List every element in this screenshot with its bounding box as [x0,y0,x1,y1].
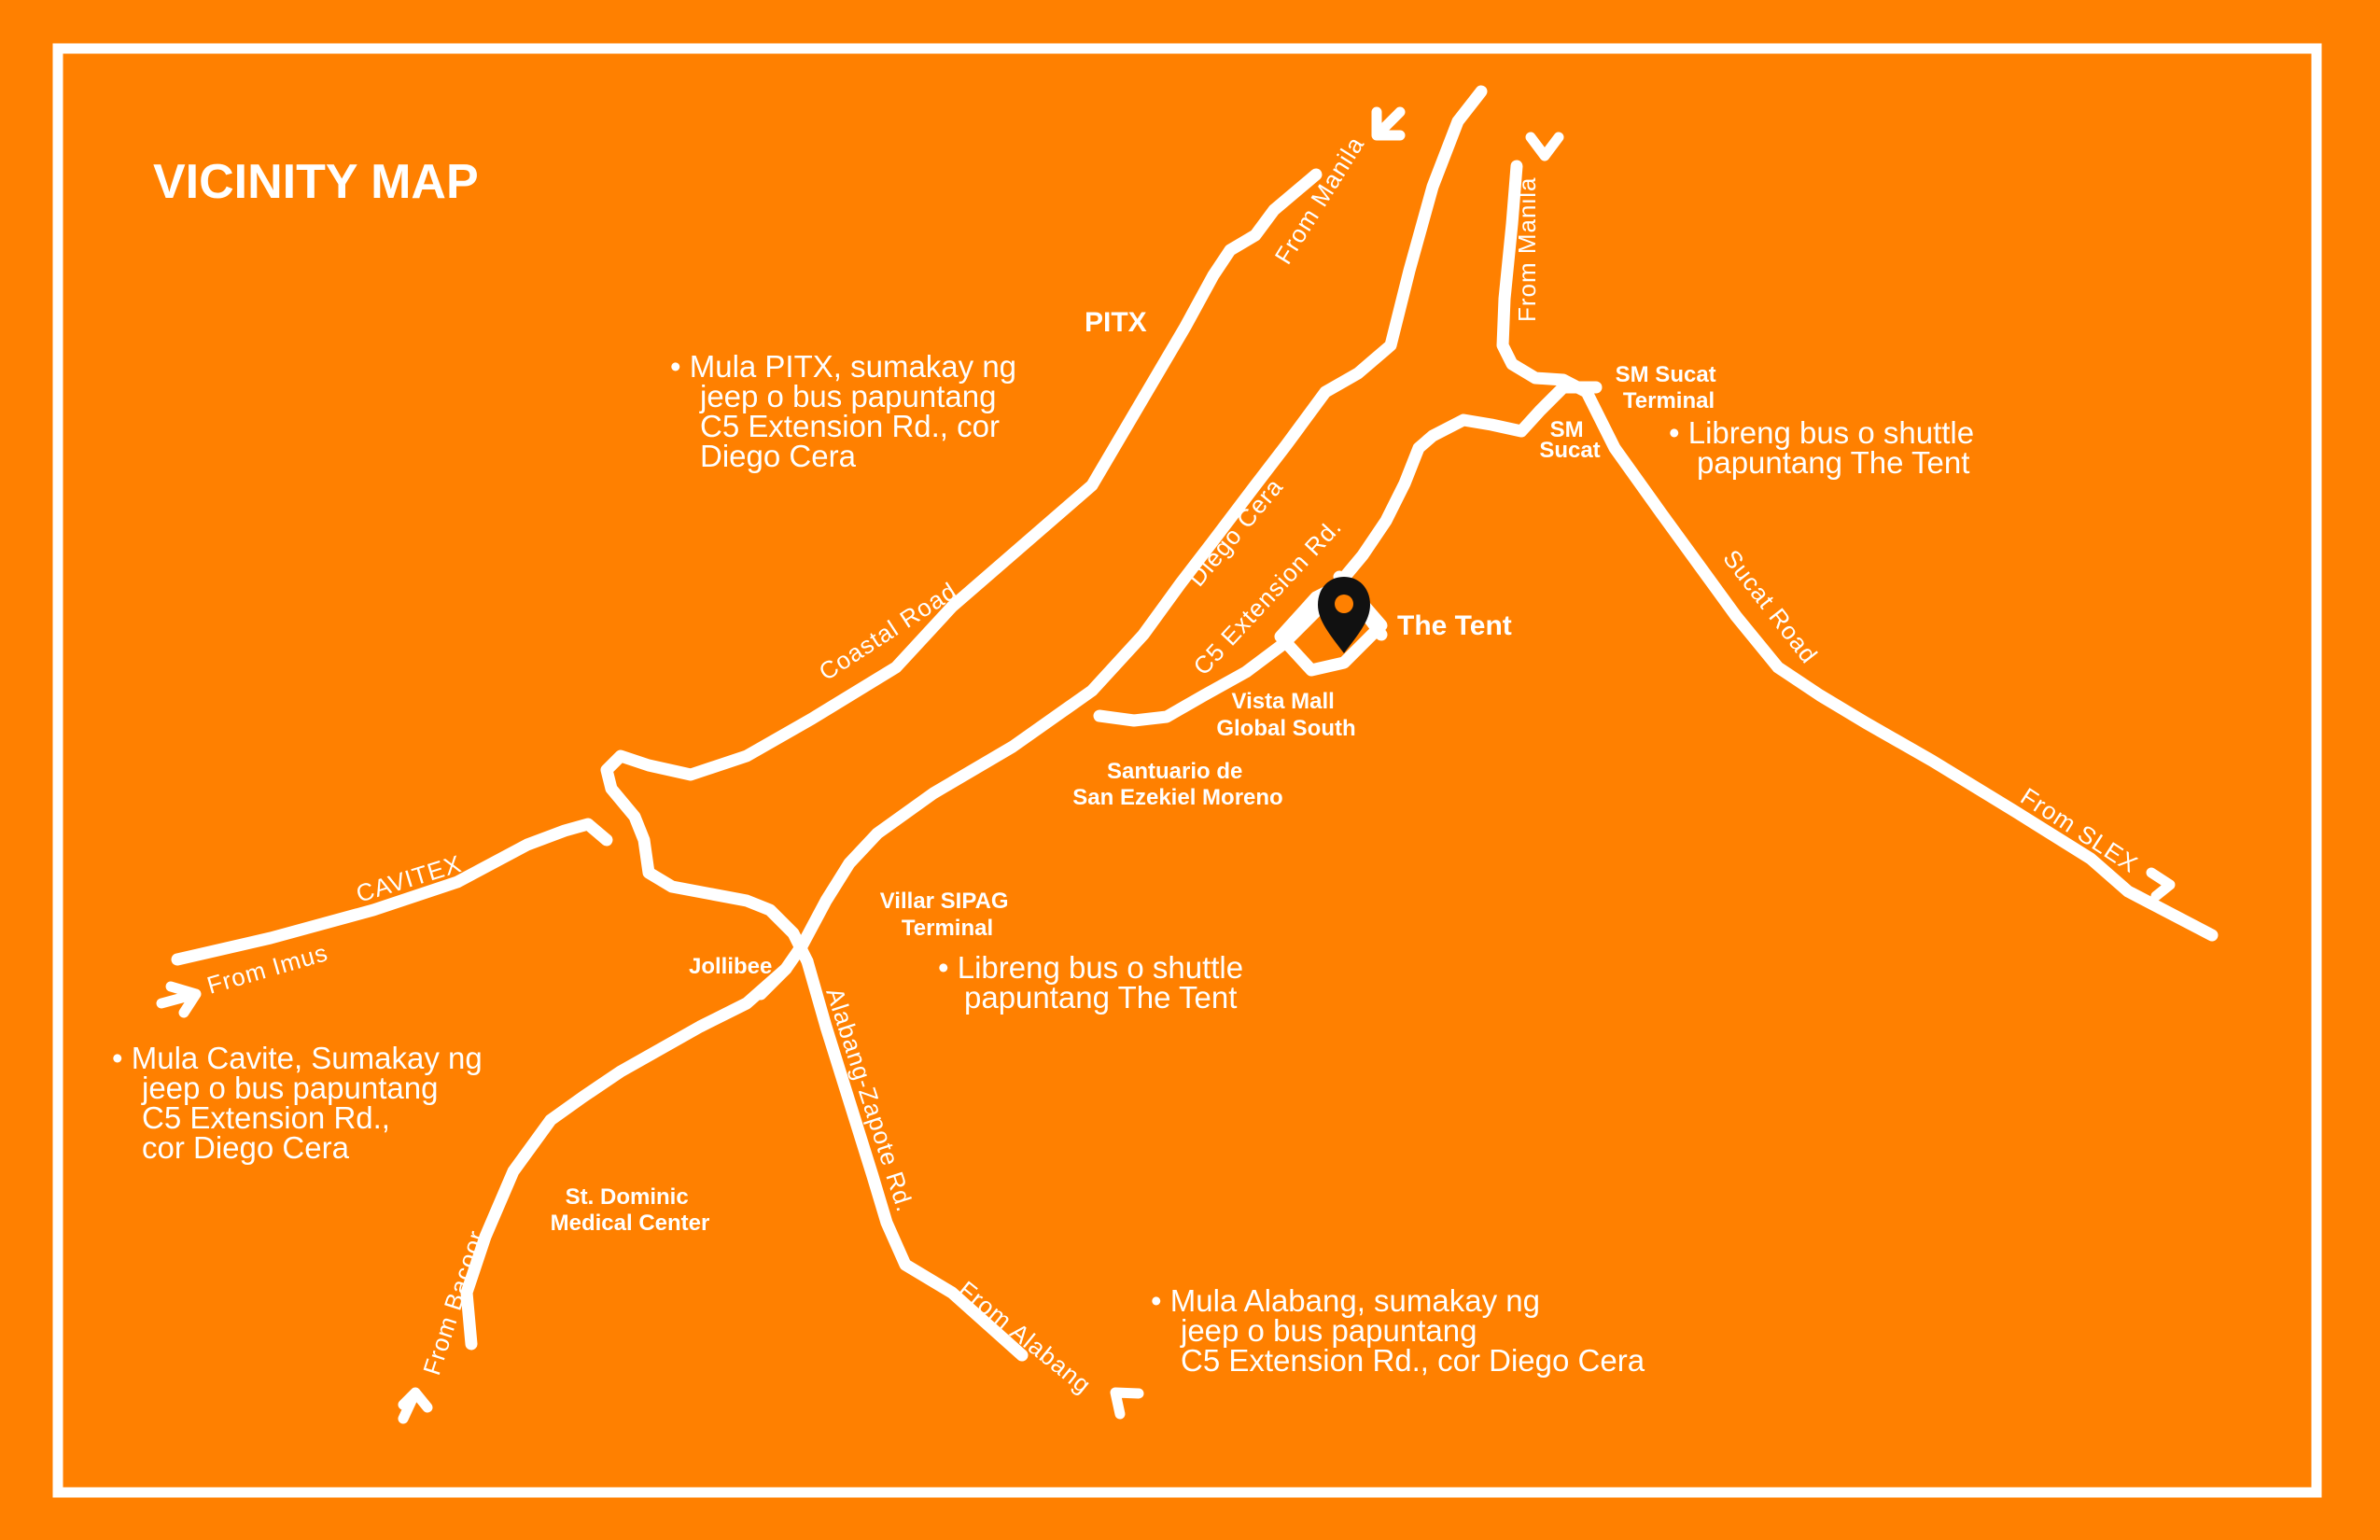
villar-shuttle-note: • Libreng bus o shuttle papuntang The Te… [938,950,1252,1015]
from-manila-label-2: From Manila [1513,177,1541,322]
santuario-label: Santuario de San Ezekiel Moreno [1072,759,1282,810]
map-pin-icon [1318,577,1370,653]
direction-arrow-icon [2146,867,2176,902]
cavitex-road [171,818,613,966]
direction-arrow-icon [398,1387,433,1424]
direction-arrow-icon [1371,106,1406,141]
c5-extension-road [1093,381,1603,727]
villar-sipag-label: Villar SIPAG Terminal [880,889,1015,941]
direction-arrow-icon [1525,132,1564,161]
alabang-zapote-road [801,955,1029,1362]
sm-shuttle-note: • Libreng bus o shuttle papuntang The Te… [1669,415,1982,480]
bacoor-road [460,962,792,1351]
coastal-road [600,168,1323,968]
from-bacoor-label: From Bacoor [417,1226,490,1379]
sucat-road [1496,160,2219,942]
from-alabang-label: From Alabang [953,1275,1097,1399]
direction-arrow-icon [1110,1387,1144,1420]
pitx-directions-note: • Mula PITX, sumakay ng jeep o bus papun… [670,349,1025,473]
alabang-directions-note: • Mula Alabang, sumakay ng jeep o bus pa… [1151,1283,1645,1378]
direction-arrow-icon [156,981,202,1018]
cavite-directions-note: • Mula Cavite, Sumakay ng jeep o bus pap… [112,1041,491,1165]
diego-cera-road [754,85,1488,1001]
vista-mall-label: Vista Mall Global South [1216,689,1355,741]
pitx-label: PITX [1085,307,1147,338]
the-tent-label: The Tent [1397,610,1512,641]
st-dominic-label: St. Dominic Medical Center [551,1184,710,1236]
sm-sucat-label: SM Sucat [1539,417,1600,463]
jollibee-label: Jollibee [689,954,772,979]
map-frame [52,43,2322,1498]
map-title: VICINITY MAP [153,155,479,209]
sm-sucat-terminal-label: SM Sucat Terminal [1616,362,1723,413]
